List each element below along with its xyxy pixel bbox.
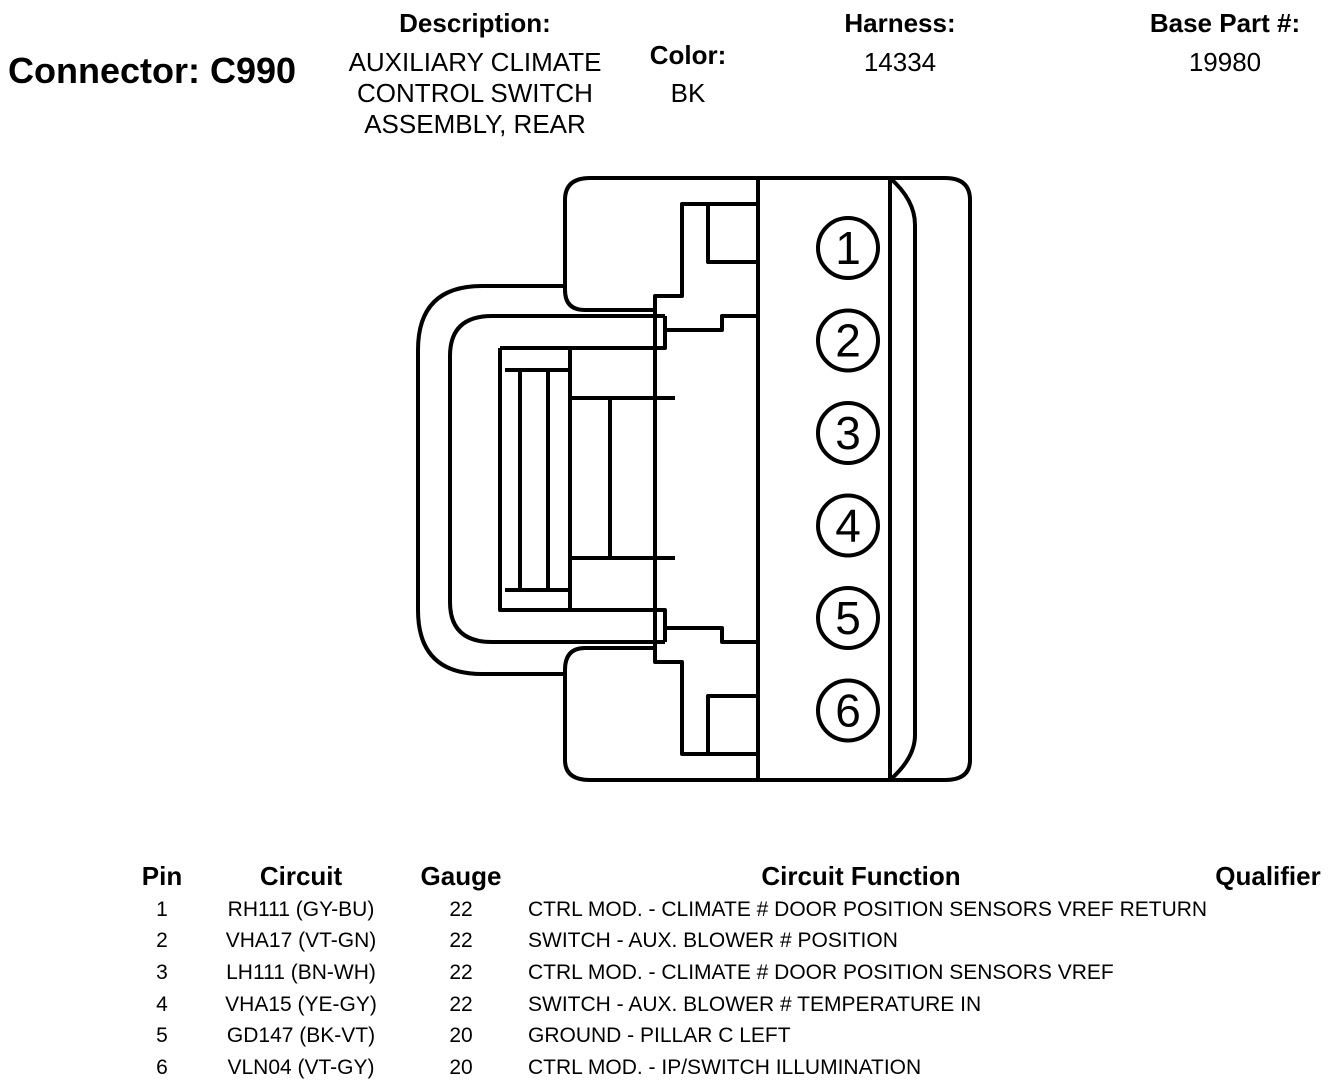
key-step-bottom-box (706, 694, 758, 754)
circuit: VHA15 (YE-GY) (225, 992, 377, 1016)
header-gauge: Gauge (420, 860, 502, 891)
gauge: 20 (449, 1024, 473, 1048)
circuit-function: GROUND - PILLAR C LEFT (528, 1024, 791, 1048)
pin-table-header-row: Pin Circuit Gauge Circuit Function Quali… (130, 858, 1328, 894)
pin-1-circle (816, 216, 880, 280)
table-row: 4 VHA15 (YE-GY) 22 SWITCH - AUX. BLOWER … (130, 989, 1328, 1021)
description-line: ASSEMBLY, REAR (364, 109, 586, 139)
pin-3-label: 3 (835, 407, 861, 459)
pin-number: 3 (156, 960, 168, 984)
pin-3-circle (816, 401, 880, 465)
inner-cavity (498, 314, 760, 644)
circuit-function: CTRL MOD. - CLIMATE # DOOR POSITION SENS… (528, 897, 1208, 921)
pin-4-circle (816, 493, 880, 558)
key-step-top-box (706, 204, 758, 264)
base-part-header: Base Part #: (1149, 8, 1301, 38)
circuit: LH111 (BN-WH) (226, 960, 376, 984)
pin-6-label: 6 (835, 685, 861, 737)
header-circuit-function: Circuit Function (761, 860, 961, 891)
pin-2-label: 2 (835, 315, 861, 367)
pin-5-label: 5 (835, 592, 861, 644)
table-row: 1 RH111 (GY-BU) 22 CTRL MOD. - CLIMATE #… (130, 894, 1328, 926)
circuit-function: SWITCH - AUX. BLOWER # TEMPERATURE IN (528, 992, 982, 1016)
table-row: 3 LH111 (BN-WH) 22 CTRL MOD. - CLIMATE #… (130, 957, 1328, 989)
description-header: Description: (399, 8, 551, 38)
pin-labels: 1 2 3 4 5 6 (835, 222, 861, 737)
table-row: 2 VHA17 (VT-GN) 22 SWITCH - AUX. BLOWER … (130, 926, 1328, 958)
gauge: 22 (449, 960, 473, 984)
base-part-value: 19980 (1188, 47, 1262, 77)
pin-circles (816, 216, 880, 743)
pin-5-circle (816, 586, 880, 650)
qualifier (1208, 894, 1328, 926)
color-header: Color: (649, 40, 727, 70)
circuit: VLN04 (VT-GY) (227, 1055, 375, 1079)
qualifier (1208, 989, 1328, 1021)
color-value: BK (670, 78, 706, 108)
circuit: RH111 (GY-BU) (227, 897, 375, 921)
gauge: 22 (449, 992, 473, 1016)
gauge: 22 (449, 929, 473, 953)
gauge: 22 (449, 897, 473, 921)
description-value: AUXILIARY CLIMATE CONTROL SWITCH ASSEMBL… (330, 47, 620, 140)
pin-number: 5 (156, 1024, 168, 1048)
connector-title: Connector: C990 (8, 50, 297, 91)
qualifier (1208, 926, 1328, 958)
harness-header: Harness: (844, 8, 956, 38)
table-row: 5 GD147 (BK-VT) 20 GROUND - PILLAR C LEF… (130, 1020, 1328, 1052)
qualifier (1208, 957, 1328, 989)
pin-6-circle (816, 678, 880, 743)
qualifier (1208, 1020, 1328, 1052)
circuit: GD147 (BK-VT) (226, 1024, 376, 1048)
circuit: VHA17 (VT-GN) (225, 929, 377, 953)
description-line: CONTROL SWITCH (357, 78, 593, 108)
pin-2-circle (816, 308, 880, 373)
pin-number: 1 (156, 897, 168, 921)
latch-outer (416, 284, 565, 676)
pin-4-label: 4 (835, 500, 861, 552)
pin-table: Pin Circuit Gauge Circuit Function Quali… (130, 858, 1328, 1084)
pin-number: 6 (156, 1055, 168, 1079)
header-circuit: Circuit (259, 860, 343, 891)
circuit-function: CTRL MOD. - IP/SWITCH ILLUMINATION (528, 1055, 922, 1079)
description-line: AUXILIARY CLIMATE (348, 47, 602, 77)
gauge: 20 (449, 1055, 473, 1079)
circuit-function: CTRL MOD. - CLIMATE # DOOR POSITION SENS… (528, 960, 1114, 984)
qualifier (1208, 1052, 1328, 1084)
right-rail (888, 176, 917, 782)
harness-value: 14334 (863, 47, 937, 77)
pin-number: 4 (156, 992, 168, 1016)
pin-1-label: 1 (835, 222, 861, 274)
header-qualifier: Qualifier (1215, 860, 1321, 891)
connector-housing (563, 176, 972, 782)
pin-number: 2 (156, 929, 168, 953)
header-pin: Pin (141, 860, 183, 891)
table-row: 6 VLN04 (VT-GY) 20 CTRL MOD. - IP/SWITCH… (130, 1052, 1328, 1084)
circuit-function: SWITCH - AUX. BLOWER # POSITION (528, 929, 898, 953)
latch-inner (448, 314, 665, 644)
